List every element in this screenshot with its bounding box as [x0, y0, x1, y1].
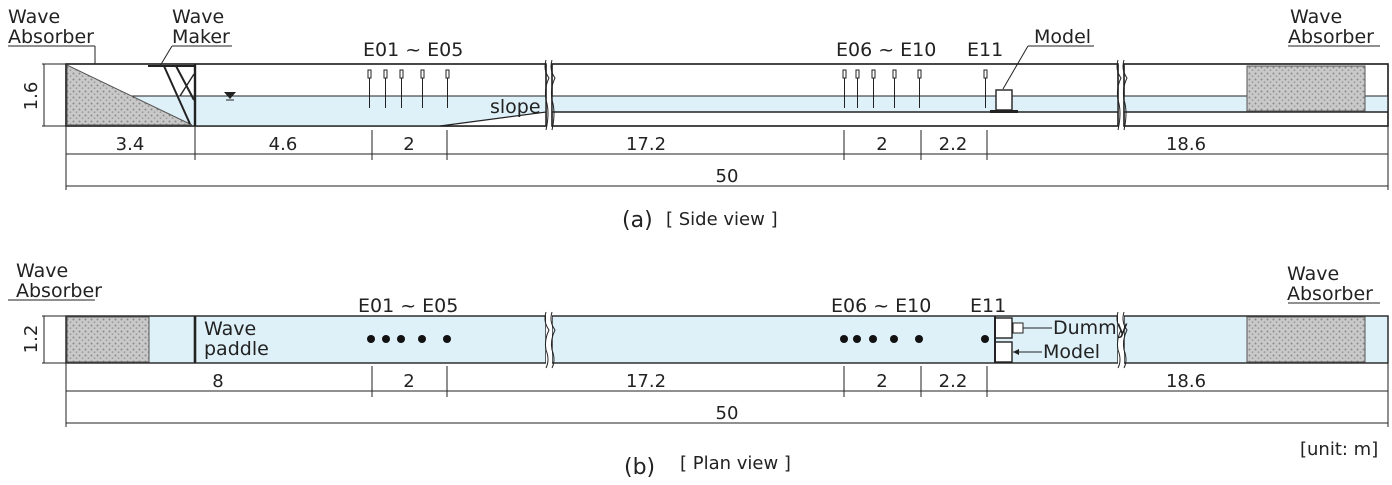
side-model	[990, 45, 1094, 113]
plan-gauges-e06-e10	[840, 335, 923, 343]
plan-absorber-right-label-2: Absorber	[1287, 283, 1373, 305]
plan-absorber-right-label-1: Wave	[1287, 263, 1339, 285]
side-segment-5: 2	[876, 134, 887, 155]
side-caption-letter: (a)	[622, 208, 653, 233]
plan-segment-ticks	[65, 363, 1389, 427]
side-water-2	[552, 96, 1118, 112]
side-absorber-left-label-2: Absorber	[8, 26, 94, 48]
side-gauge-e11	[983, 69, 988, 108]
side-model-label: Model	[1034, 26, 1091, 48]
plan-wave-absorber-right	[1246, 316, 1366, 363]
side-gauges-e01-e05	[367, 69, 450, 108]
side-absorber-right-label-1: Wave	[1290, 6, 1342, 28]
plan-gauge-e11	[981, 335, 989, 343]
side-gauges-2-label: E06 ~ E10	[836, 39, 936, 61]
side-gauges-e06-e10	[842, 69, 922, 108]
plan-tank-section-2	[551, 315, 1119, 364]
side-segment-ticks	[65, 126, 1389, 190]
plan-gauges-2-label: E06 ~ E10	[831, 295, 931, 317]
unit-label: [unit: m]	[1300, 439, 1378, 460]
plan-width-label: 1.2	[21, 325, 42, 354]
side-segment-6: 2.2	[939, 134, 968, 155]
side-gauge-11-label: E11	[967, 39, 1003, 61]
still-water-level-icon	[224, 92, 236, 99]
side-segment-4: 17.2	[626, 134, 666, 155]
side-view: Wave Absorber Wave Maker E01 ~ E05 E06 ~…	[8, 6, 1389, 233]
side-gauges-1-label: E01 ~ E05	[363, 39, 463, 61]
plan-caption-text: [ Plan view ]	[680, 453, 791, 474]
wave-maker-label-1: Wave	[172, 6, 224, 28]
plan-model-label: Model	[1043, 341, 1100, 363]
plan-segment-1: 8	[212, 371, 223, 392]
plan-segment-5: 2.2	[939, 371, 968, 392]
plan-absorber-left-label-2: Absorber	[16, 280, 102, 302]
plan-gauges-1-label: E01 ~ E05	[358, 295, 458, 317]
plan-gauge-11-label: E11	[970, 295, 1006, 317]
side-total: 50	[716, 166, 739, 187]
side-segment-3: 2	[403, 134, 414, 155]
side-segment-2: 4.6	[269, 134, 298, 155]
side-segment-1: 3.4	[116, 134, 145, 155]
plan-absorber-left-label-1: Wave	[16, 260, 68, 282]
side-caption-text: [ Side view ]	[666, 209, 778, 230]
side-wave-absorber-left	[66, 64, 193, 126]
plan-view: Wave Absorber Wave paddle E01 ~ E05 E06 …	[8, 260, 1389, 480]
side-absorber-right-label-2: Absorber	[1288, 26, 1374, 48]
plan-segment-4: 2	[876, 371, 887, 392]
plan-gauges-e01-e05	[367, 335, 451, 343]
plan-segment-6: 18.6	[1166, 371, 1206, 392]
plan-caption-letter: (b)	[624, 455, 655, 480]
side-absorber-left-label-1: Wave	[8, 6, 60, 28]
side-height-label: 1.6	[21, 82, 42, 111]
wave-maker-label-2: Maker	[172, 26, 230, 48]
slope-label: slope	[490, 96, 541, 118]
side-segment-7: 18.6	[1166, 134, 1206, 155]
plan-wave-absorber-left	[66, 316, 150, 363]
plan-total: 50	[716, 403, 739, 424]
wave-maker	[148, 64, 197, 126]
side-tank-section-2	[551, 63, 1119, 127]
plan-segment-2: 2	[403, 371, 414, 392]
wave-paddle-label-1: Wave	[204, 318, 256, 340]
plan-dummy-label: Dummy	[1053, 317, 1128, 339]
plan-dummy-model	[994, 316, 1052, 363]
side-wave-absorber-right	[1246, 65, 1366, 112]
plan-segment-3: 17.2	[626, 371, 666, 392]
wave-paddle-label-2: paddle	[204, 338, 269, 360]
